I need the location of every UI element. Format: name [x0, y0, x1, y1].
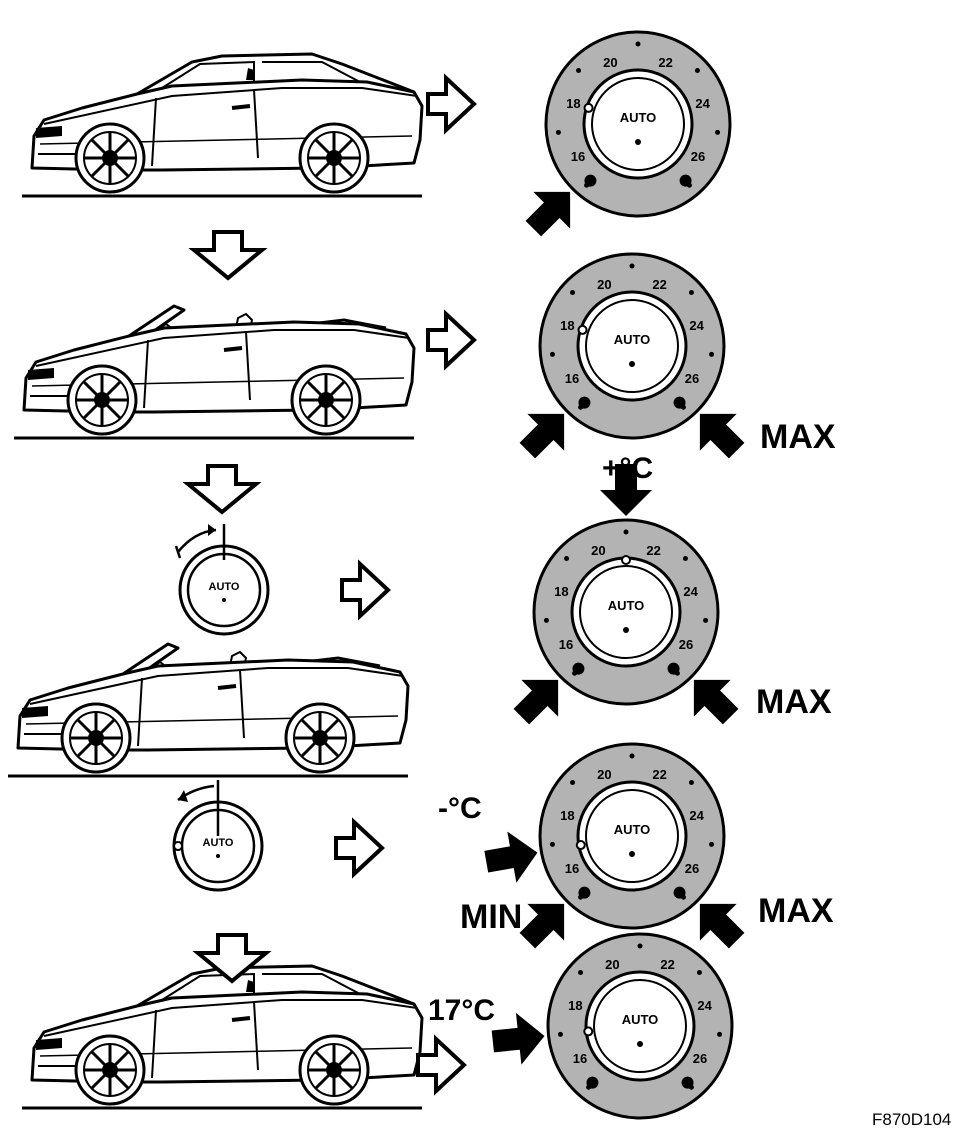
dial-scale-label: 26 — [693, 1051, 707, 1066]
dial-scale-label: 24 — [697, 998, 712, 1013]
dial-auto-label: AUTO — [622, 1012, 659, 1027]
dial-end-dot — [667, 662, 680, 675]
small-dial-auto-label: AUTO — [203, 837, 234, 849]
dial-end-dot — [572, 662, 585, 675]
dial-end-dot — [578, 396, 591, 409]
dial-end-dot — [584, 174, 597, 187]
pointer-arrow — [481, 827, 542, 888]
temp-17-label: 17°C — [428, 994, 495, 1027]
dial-scale-label: 20 — [605, 957, 619, 972]
dial-scale-label: 26 — [679, 637, 693, 652]
dial-scale-label: 22 — [660, 957, 674, 972]
dial-scale-label: 18 — [560, 318, 574, 333]
dial-scale-label: 24 — [689, 318, 704, 333]
dial-scale-label: 20 — [597, 277, 611, 292]
car-roof-closed-bottom — [20, 964, 424, 1110]
arrow-right-1 — [426, 76, 476, 132]
dial-scale-label: 16 — [559, 637, 573, 652]
dial-scale-label: 20 — [591, 543, 605, 558]
arrow-right-3 — [340, 562, 390, 618]
pointer-arrow — [490, 1010, 548, 1068]
dial-scale-label: 20 — [597, 767, 611, 782]
dial-5: 16 18 20 22 24 26 AUTO — [490, 932, 734, 1120]
dial-end-dot — [673, 886, 686, 899]
dial-scale-label: 18 — [568, 998, 582, 1013]
dial-1: 16 18 20 22 24 26 AUTO — [514, 30, 732, 248]
car-roof-opening — [12, 304, 416, 440]
max-label-2: MAX — [756, 683, 832, 721]
arrow-down-2 — [186, 464, 258, 514]
dial-scale-label: 22 — [652, 277, 666, 292]
small-dial-auto-label: AUTO — [209, 581, 240, 593]
figure-code: F870D104 — [872, 1110, 951, 1129]
dial-scale-label: 22 — [652, 767, 666, 782]
dial-scale-label: 20 — [603, 55, 617, 70]
knob-rotate-counterclockwise: AUTO — [172, 780, 264, 892]
plus-celsius-label: +°C — [602, 452, 653, 485]
car-roof-closed-top — [20, 52, 424, 198]
dial-auto-label: AUTO — [614, 332, 651, 347]
dial-scale-label: 16 — [573, 1051, 587, 1066]
dial-position-marker — [583, 102, 594, 113]
arrow-right-5 — [416, 1037, 466, 1093]
dial-scale-label: 24 — [683, 584, 698, 599]
dial-end-dot — [679, 174, 692, 187]
dial-scale-label: 16 — [571, 149, 585, 164]
max-label-1: MAX — [760, 418, 836, 456]
dial-position-marker — [621, 555, 631, 565]
dial-position-marker — [575, 840, 586, 851]
dial-4: 16 18 20 22 24 26 AUTO — [481, 742, 756, 960]
dial-auto-label: AUTO — [614, 822, 651, 837]
dial-2: 16 18 20 22 24 26 AUTO — [508, 252, 756, 470]
dial-scale-label: 22 — [658, 55, 672, 70]
dial-end-dot — [673, 396, 686, 409]
dial-auto-label: AUTO — [620, 110, 657, 125]
dial-scale-label: 26 — [691, 149, 705, 164]
dial-scale-label: 24 — [689, 808, 704, 823]
dial-3: 16 18 20 22 24 26 AUTO — [502, 464, 750, 736]
max-label-3: MAX — [758, 892, 834, 930]
dial-scale-label: 26 — [685, 861, 699, 876]
dial-scale-label: 18 — [560, 808, 574, 823]
arrow-right-2 — [426, 312, 476, 368]
dial-scale-label: 18 — [566, 96, 580, 111]
dial-scale-label: 24 — [695, 96, 710, 111]
arrow-right-4 — [334, 820, 384, 876]
dial-position-marker — [577, 324, 588, 335]
dial-scale-label: 26 — [685, 371, 699, 386]
minus-celsius-label: -°C — [438, 792, 482, 825]
knob-rotate-clockwise: AUTO — [174, 524, 270, 636]
dial-end-dot — [681, 1076, 694, 1089]
dial-end-dot — [586, 1076, 599, 1089]
dial-position-marker — [583, 1026, 594, 1037]
min-label: MIN — [460, 898, 522, 936]
dial-scale-label: 22 — [646, 543, 660, 558]
dial-scale-label: 16 — [565, 861, 579, 876]
dial-scale-label: 16 — [565, 371, 579, 386]
car-roof-open — [6, 642, 410, 778]
dial-auto-label: AUTO — [608, 598, 645, 613]
dial-end-dot — [578, 886, 591, 899]
arrow-down-1 — [192, 230, 264, 280]
dial-scale-label: 18 — [554, 584, 568, 599]
